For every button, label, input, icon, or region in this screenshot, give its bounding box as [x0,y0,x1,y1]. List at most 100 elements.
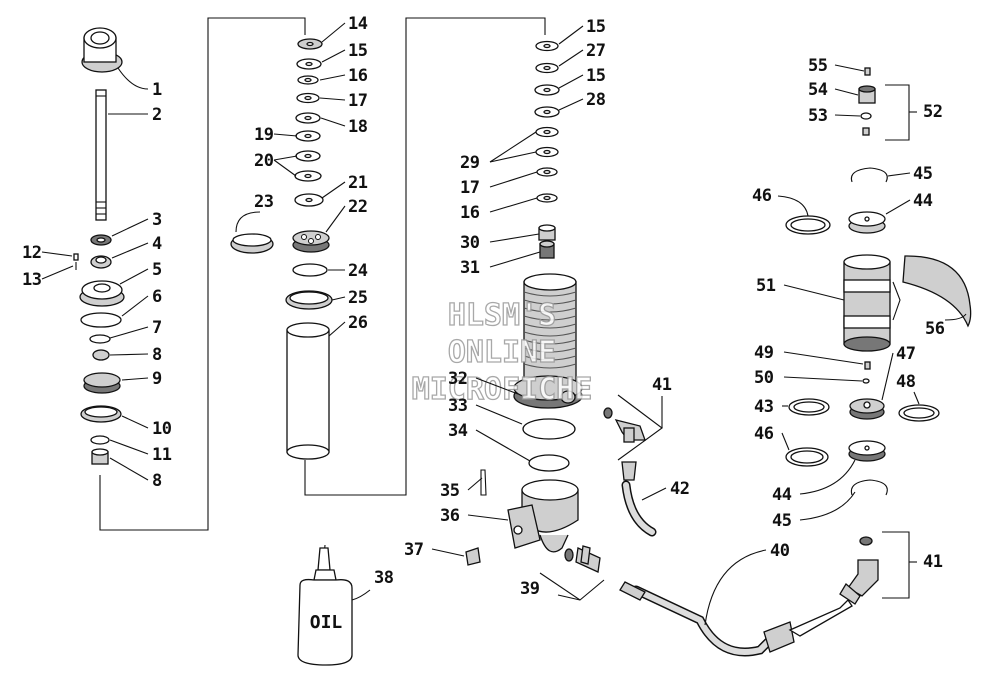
part-37-plug [465,547,481,566]
leader-line-13 [41,265,74,280]
leader-line-50 [783,376,863,382]
leader-line-22 [325,205,346,233]
leader-line-56 [944,313,967,321]
leader-line-46 [781,432,790,451]
part-43-seal [788,398,830,416]
callout-label-8: 8 [152,345,162,365]
column-4-reservoir [785,67,972,605]
part-12-13-schrader-valve [73,253,79,270]
part-2-piston-rod [95,89,107,221]
callout-label-12: 12 [22,243,41,263]
leader-line-29 [489,151,537,163]
part-29-shim-a [535,126,559,138]
leader-line-36 [467,514,509,521]
leader-line-10 [121,415,149,429]
callout-label-46: 46 [754,424,774,444]
callout-label-13: 13 [22,270,42,290]
part-21-shim [294,193,324,207]
part-45-snap-ring-top [850,167,888,183]
callout-label-11: 11 [152,445,172,465]
leader-line-7 [109,326,149,339]
callout-label-47: 47 [896,344,915,364]
oil-label: OIL [310,612,343,633]
part-46-seal-top [785,215,831,235]
leader-line-1 [117,67,149,90]
callout-label-44: 44 [913,191,933,211]
part-45-snap-ring-bottom [850,479,888,496]
leader-line-14 [321,22,346,43]
column-connector-lines [99,17,546,531]
callout-label-17: 17 [460,178,479,198]
callout-label-15: 15 [586,66,606,86]
callout-label-38: 38 [374,568,394,588]
callout-label-56: 56 [925,319,945,339]
part-22-piston [292,230,330,253]
leader-line-35 [467,477,483,491]
part-27-shim [535,62,559,74]
leader-line-25 [331,296,346,301]
part-17-shim [296,92,320,104]
callout-label-50: 50 [754,368,774,388]
part-42-hose-short [621,461,657,537]
part-53-nut [862,127,870,136]
part-3-washer [90,234,112,246]
part-24-o-ring [292,263,328,277]
callout-label-20: 20 [254,151,274,171]
leader-line-17 [319,97,346,101]
leader-line-16 [489,197,538,213]
callout-label-55: 55 [808,56,828,76]
callout-label-10: 10 [152,419,172,439]
leader-line-32 [475,377,519,395]
callout-label-33: 33 [448,396,468,416]
watermark-line-2: ONLINE [448,335,556,370]
callout-label-17: 17 [348,91,367,111]
part-8-bushing-top [92,349,110,361]
callout-label-48: 48 [896,372,916,392]
column-3-body [465,40,657,573]
callout-label-5: 5 [152,260,162,280]
part-33-34-o-rings [522,418,576,472]
callout-label-54: 54 [808,80,828,100]
callout-label-8: 8 [152,471,162,491]
callout-label-9: 9 [152,369,162,389]
part-40-hose [619,581,853,657]
leader-line-3 [111,218,149,237]
leader-line-15 [321,49,346,63]
leader-line-29 [489,131,537,163]
callout-label-19: 19 [254,125,274,145]
leader-line-28 [558,98,584,111]
leader-line-20 [273,159,297,177]
leader-line-4 [111,242,149,259]
part-17-shim [536,167,558,177]
callout-label-27: 27 [586,41,605,61]
leader-line-17 [489,171,538,188]
column-2-shim-stack [230,38,333,460]
callout-label-16: 16 [348,66,368,86]
leader-line-38 [351,589,371,601]
leader-line-34 [475,429,531,462]
callout-label-37: 37 [404,540,423,560]
part-14-shim [297,38,323,50]
part-38-oil-bottle: OIL [297,544,353,666]
callout-label-15: 15 [586,17,606,37]
leader-line-9 [121,377,149,381]
part-51-reservoir-canister [843,254,891,352]
callout-label-30: 30 [460,233,480,253]
part-44-cap-top [848,211,886,234]
callout-label-22: 22 [348,197,367,217]
part-44-cap-bottom [848,440,886,462]
part-7-seal [89,334,111,344]
part-11-washer [90,435,110,445]
part-6-o-ring [80,312,122,328]
leader-line-23 [235,211,261,233]
callout-label-14: 14 [348,14,368,34]
callout-labels: 1234567891011812131415161718192021222324… [22,14,945,599]
leader-line-19 [273,133,298,137]
leader-line-49 [783,351,864,365]
leader-line-20 [273,155,298,161]
leader-line-6 [121,295,149,317]
part-15-shim-mid [534,84,560,96]
leader-line-46 [777,195,809,217]
part-41-elbow-fitting-bottom [839,536,879,605]
